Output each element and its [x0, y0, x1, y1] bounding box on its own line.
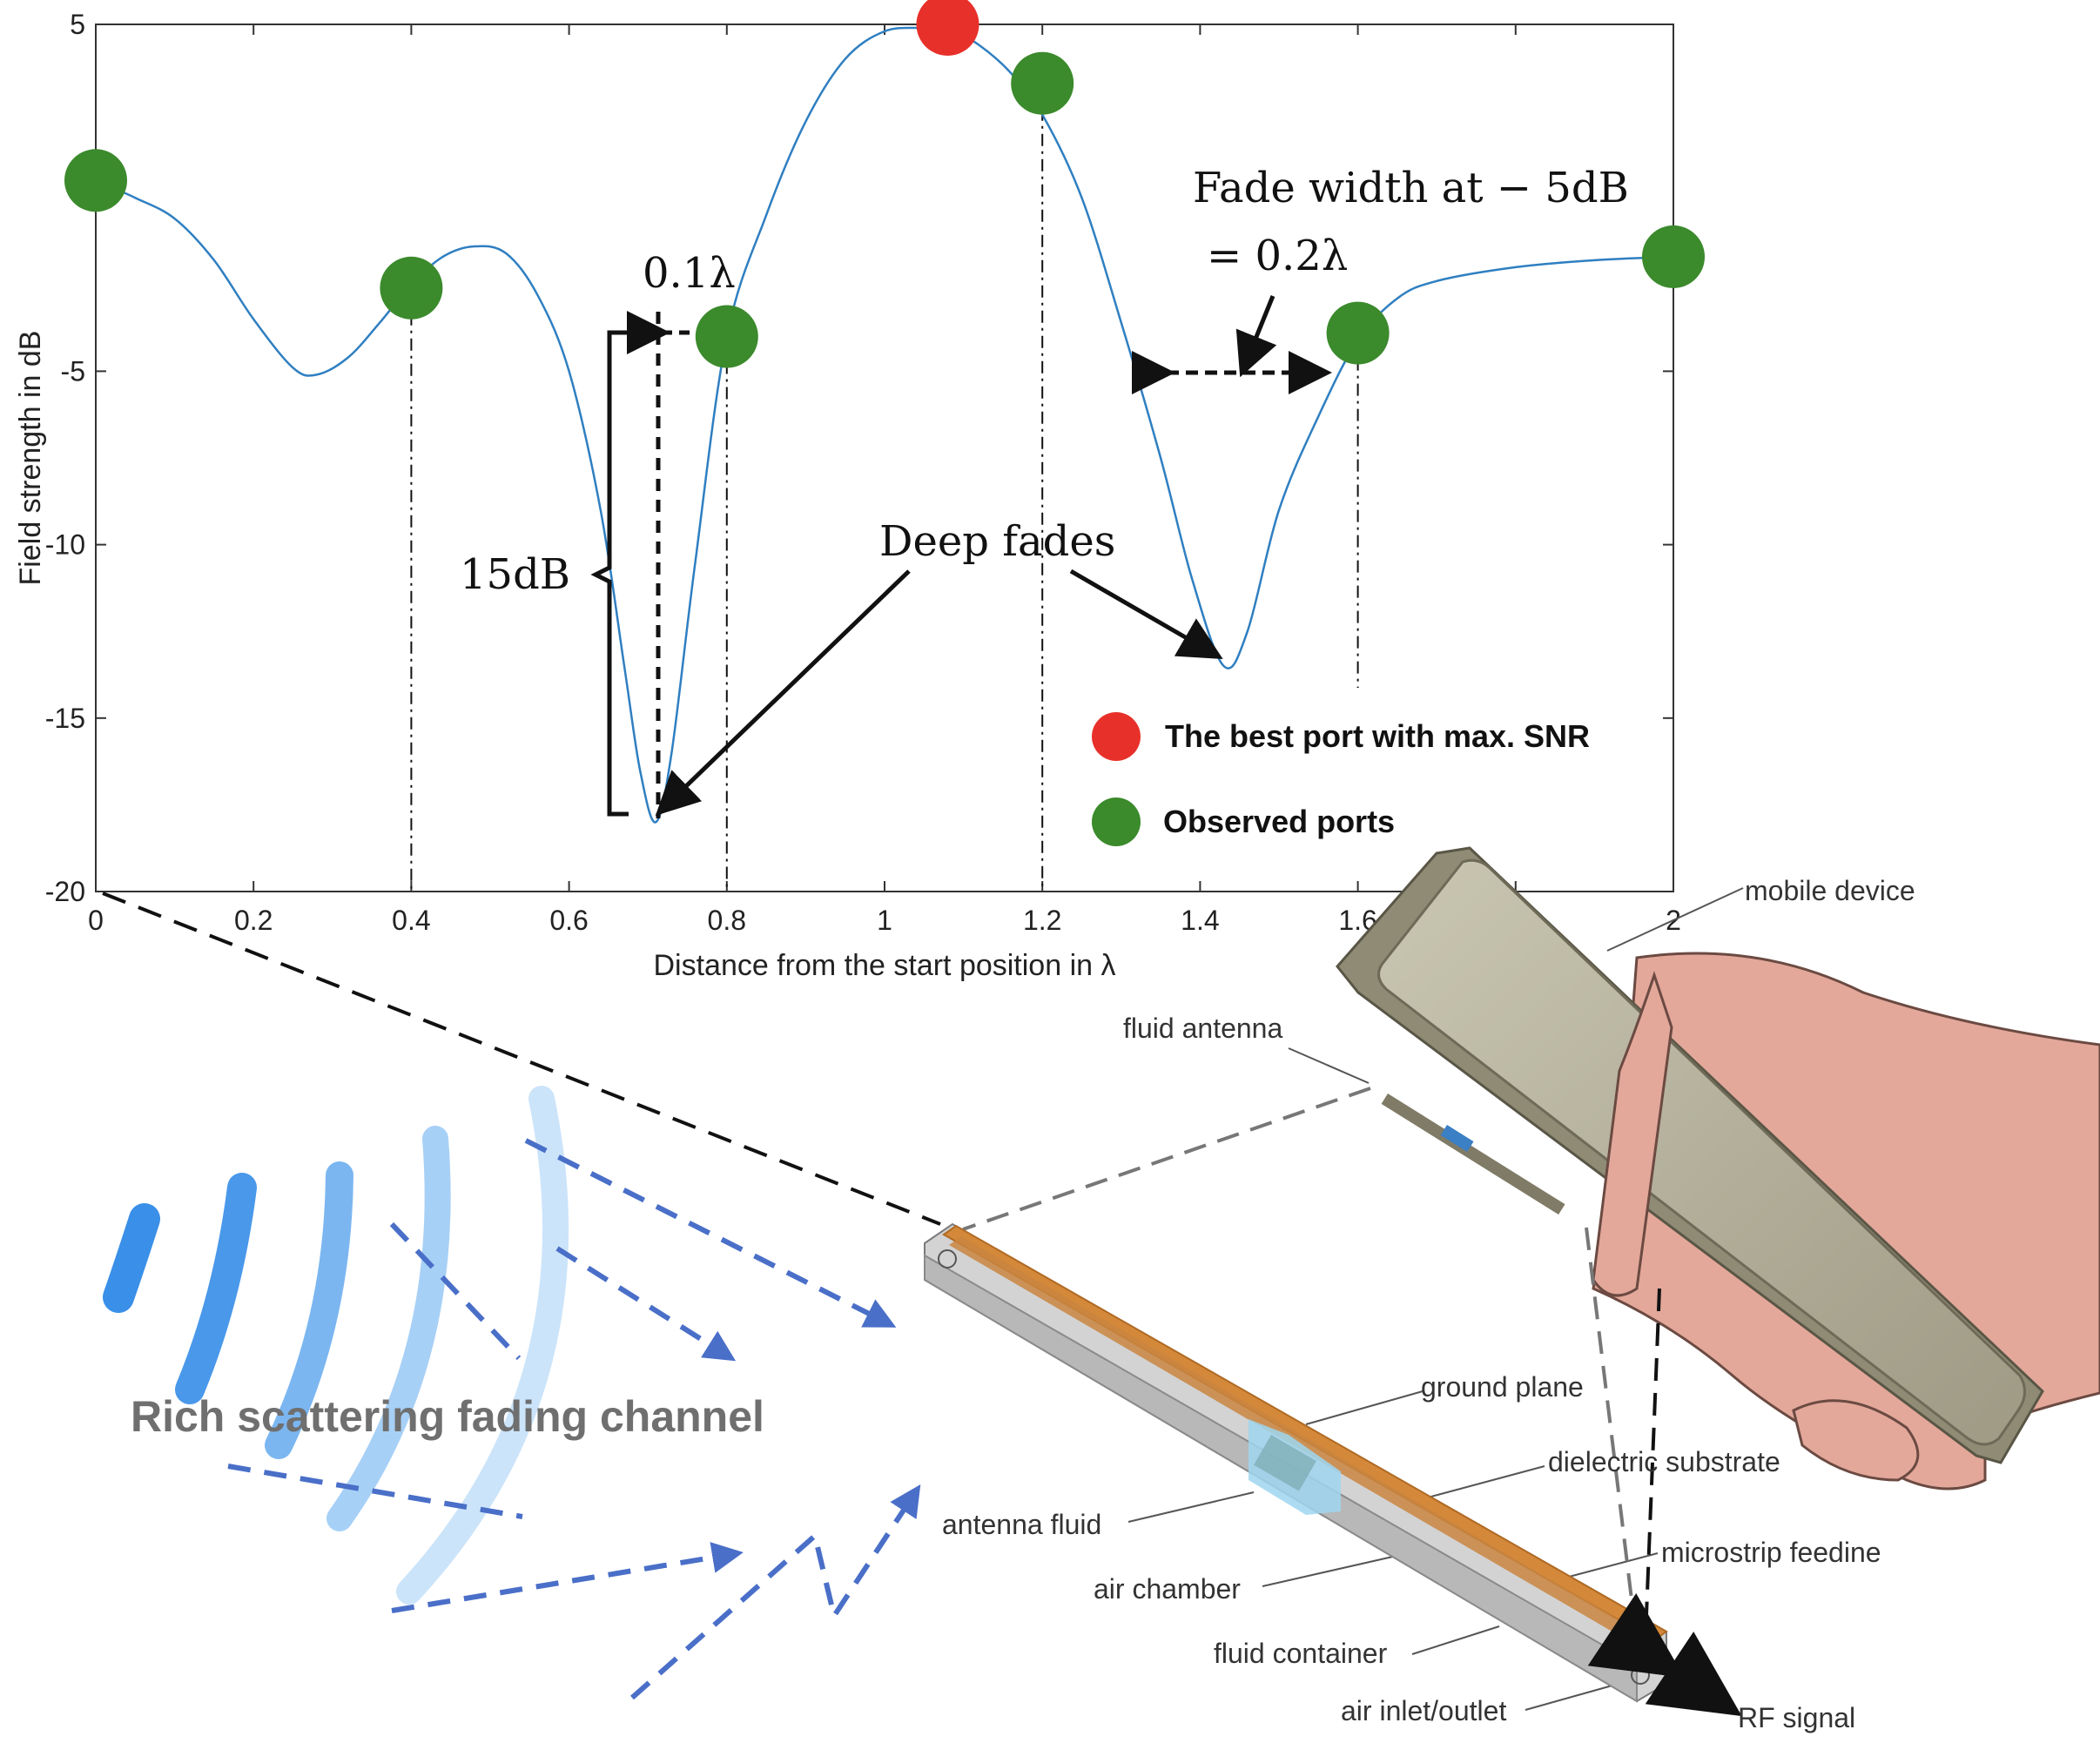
axis-ticks — [95, 24, 1674, 892]
x-tick-label: 0.4 — [392, 905, 430, 936]
leader-fluid-antenna — [1288, 1047, 1370, 1084]
zoom-line-chart — [102, 892, 941, 1226]
x-tick-label: 1.2 — [1023, 905, 1061, 936]
y-tick-label: -5 — [61, 355, 85, 387]
wave-arc-1 — [103, 1203, 160, 1313]
leader-dielectric — [1427, 1465, 1545, 1498]
copper-strip — [942, 1224, 1668, 1642]
wave-arc-5 — [396, 1086, 569, 1605]
depth-brace — [590, 330, 629, 817]
y-tick-label: -20 — [45, 876, 85, 907]
deep-fade-arrow-2 — [1069, 569, 1223, 660]
port-markers — [64, 0, 1705, 368]
observed-port-marker — [1011, 51, 1074, 115]
ray-segment-2 — [227, 1464, 523, 1519]
mobile-device-illustration — [1336, 846, 2100, 1491]
leader-mobile-device — [1606, 887, 1744, 952]
wave-arc-3 — [265, 1161, 353, 1459]
finger — [1592, 971, 1673, 1297]
ray-segment-1 — [389, 1221, 522, 1361]
legend-observed-label: Observed ports — [1163, 804, 1395, 839]
thumb — [1792, 1399, 1920, 1482]
gap-label: 0.1λ — [643, 249, 736, 298]
leader-fluid-container — [1411, 1625, 1500, 1655]
fade-width-label-2: = 0.2λ — [1207, 232, 1348, 280]
field-strength-curve — [95, 25, 1674, 824]
x-tick-label: 0.2 — [234, 905, 273, 936]
x-tick-label: 1 — [877, 905, 892, 936]
field-strength-chart: 00.20.40.60.811.21.41.61.82 5-5-10-15-20… — [14, 0, 1705, 982]
wave-arc-2 — [175, 1173, 257, 1404]
ray-arrow-3 — [391, 1542, 744, 1613]
label-dielectric-substrate: dielectric substrate — [1548, 1446, 1780, 1477]
legend-observed-marker — [1092, 797, 1141, 846]
label-mobile-device: mobile device — [1745, 875, 1915, 906]
y-tick-label: -15 — [45, 703, 85, 734]
fluid-antenna-slot — [1381, 1094, 1565, 1215]
label-rf-signal: RF signal — [1738, 1702, 1855, 1733]
leader-air-chamber — [1262, 1551, 1417, 1587]
observed-port-marker — [1326, 301, 1390, 365]
y-tick-labels: 5 -5 -10 -15 -20 — [45, 9, 85, 907]
leader-antenna-fluid — [1127, 1491, 1255, 1523]
legend-best-port-label: The best port with max. SNR — [1165, 718, 1590, 754]
fade-width-pointer — [1235, 295, 1277, 378]
observed-port-marker — [64, 149, 127, 212]
observed-port-marker — [380, 256, 443, 320]
label-fluid-container: fluid container — [1214, 1638, 1388, 1669]
label-air-inlet-outlet: air inlet/outlet — [1341, 1695, 1506, 1726]
label-fluid-antenna: fluid antenna — [1123, 1013, 1282, 1044]
best-port-marker — [916, 0, 979, 56]
leader-ground-plane — [1305, 1390, 1424, 1425]
label-air-chamber: air chamber — [1094, 1573, 1241, 1605]
depth-label: 15dB — [460, 550, 570, 599]
rf-signal-arrow — [1587, 1593, 1742, 1717]
x-tick-label: 0.6 — [549, 905, 588, 936]
zoom-line-device-1 — [962, 1087, 1371, 1231]
legend: The best port with max. SNR Observed por… — [1092, 712, 1590, 846]
zoom-line-device-3 — [1644, 1288, 1661, 1638]
label-antenna-fluid: antenna fluid — [942, 1509, 1101, 1540]
legend-best-port-marker — [1092, 712, 1141, 761]
deep-fade-arrow-1 — [655, 569, 911, 816]
ray-arrow-2 — [555, 1246, 737, 1362]
label-ground-plane: ground plane — [1421, 1371, 1584, 1403]
x-tick-label: 0 — [88, 905, 104, 936]
leader-air-inlet — [1525, 1681, 1625, 1711]
x-tick-label: 0.8 — [708, 905, 746, 936]
y-axis-title: Field strength in dB — [14, 331, 47, 586]
scattering-channel: Rich scattering fading channel — [103, 1086, 921, 1700]
deep-fades-label: Deep fades — [879, 517, 1115, 566]
device-screen — [1377, 858, 2026, 1446]
wave-arc-4 — [326, 1126, 451, 1531]
plot-frame — [95, 24, 1674, 892]
observed-port-marker — [1642, 225, 1705, 288]
observed-port-marker — [695, 305, 758, 368]
antenna-fluid-core — [1254, 1434, 1316, 1491]
x-axis-title: Distance from the start position in λ — [653, 949, 1115, 982]
y-tick-label: -10 — [45, 529, 85, 561]
dielectric-substrate — [949, 1236, 1654, 1649]
port-drop-lines — [410, 83, 1359, 892]
fluid-antenna-spot — [1440, 1125, 1474, 1152]
y-tick-label: 5 — [70, 9, 85, 40]
fade-width-label-1: Fade width at − 5dB — [1193, 164, 1629, 212]
ray-arrow-1 — [524, 1138, 897, 1328]
label-microstrip-feedline: microstrip feedine — [1661, 1537, 1881, 1568]
ray-zigzag — [630, 1484, 921, 1700]
air-port-left — [938, 1249, 957, 1269]
channel-label: Rich scattering fading channel — [131, 1392, 764, 1441]
fluid-antenna-module — [924, 1222, 1742, 1717]
x-tick-label: 1.4 — [1181, 905, 1219, 936]
